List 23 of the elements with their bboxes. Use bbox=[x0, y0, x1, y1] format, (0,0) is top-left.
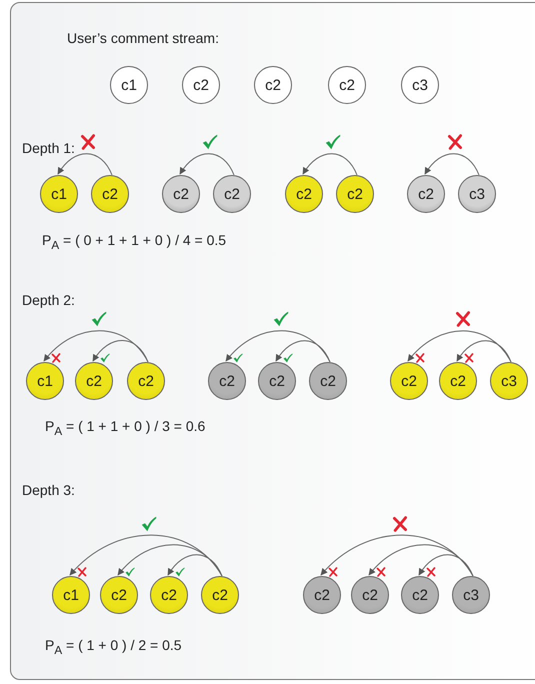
curved-arrow bbox=[70, 534, 222, 576]
curved-arrow bbox=[456, 340, 512, 362]
formula-text: P$_{A}$ = ( 0 + 1 + 1 + 0 ) / 4 = 0.5 bbox=[42, 232, 226, 252]
section-label: Depth 2: bbox=[22, 292, 75, 308]
curved-arrow bbox=[118, 544, 222, 576]
section-label: Depth 1: bbox=[22, 140, 75, 156]
curved-arrow bbox=[168, 554, 222, 576]
curved-arrow bbox=[408, 330, 512, 362]
curved-arrow bbox=[226, 330, 330, 362]
curved-arrow bbox=[276, 340, 330, 362]
formula-text: P$_{A}$ = ( 1 + 0 ) / 2 = 0.5 bbox=[45, 637, 182, 657]
section-label: User’s comment stream: bbox=[67, 30, 219, 46]
curved-arrow bbox=[58, 153, 112, 176]
curved-arrow bbox=[418, 554, 474, 576]
curved-arrow bbox=[302, 153, 358, 176]
curved-arrow bbox=[320, 534, 474, 576]
section-label: Depth 3: bbox=[22, 482, 75, 498]
curved-arrow bbox=[92, 340, 148, 362]
curved-arrow bbox=[44, 330, 148, 362]
curved-arrow bbox=[424, 153, 480, 176]
formula-text: P$_{A}$ = ( 1 + 1 + 0 ) / 3 = 0.6 bbox=[45, 418, 206, 438]
curved-arrow bbox=[180, 153, 234, 176]
curved-arrow bbox=[368, 544, 474, 576]
